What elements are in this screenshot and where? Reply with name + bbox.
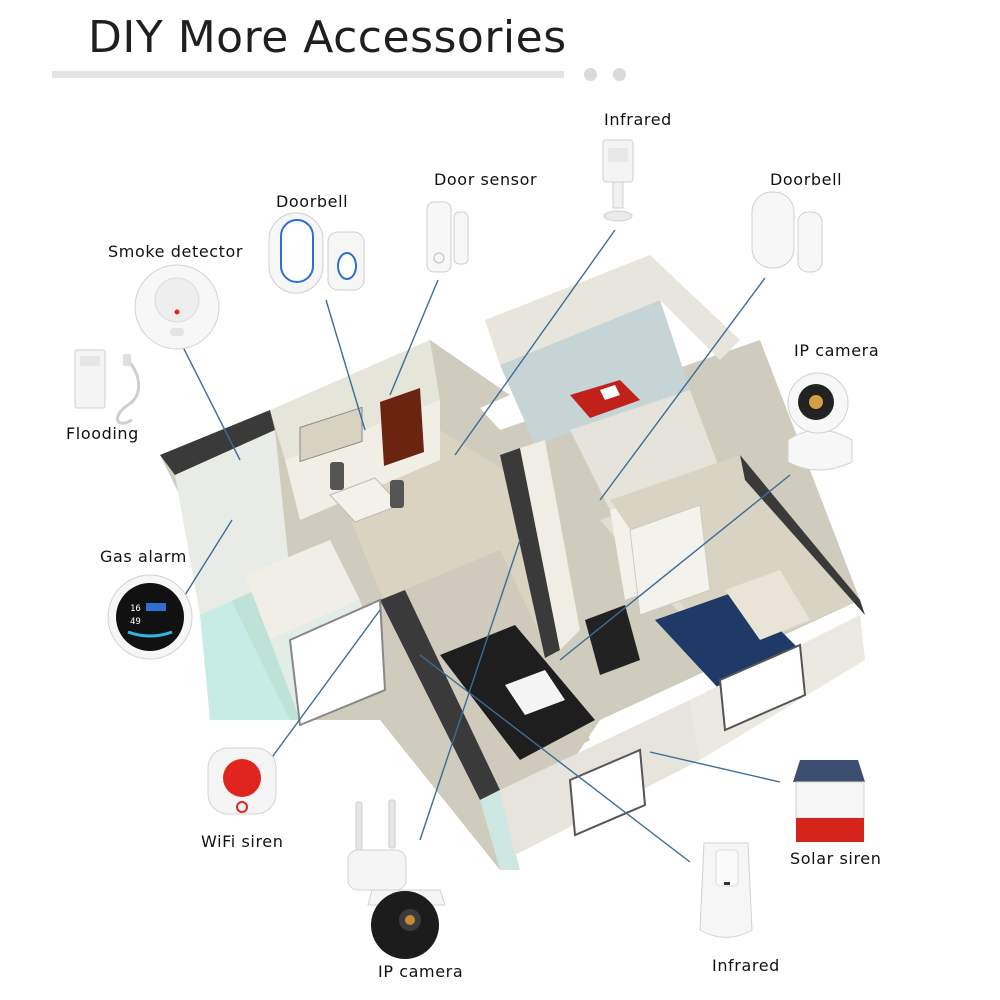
label-ip-camera-bottom: IP camera (378, 962, 464, 981)
label-flooding: Flooding (66, 424, 139, 443)
house-floorplan (160, 255, 865, 870)
door-sensor-device (426, 201, 469, 273)
page-title: DIY More Accessories (88, 12, 567, 63)
wooden-door (380, 388, 424, 466)
infrared-sensor-bottom (699, 842, 753, 938)
wifi-siren-device (207, 747, 277, 815)
solar-siren-device (793, 760, 865, 842)
ip-camera-bottom-device (347, 799, 446, 959)
decor-dot (584, 68, 597, 81)
label-doorbell-right: Doorbell (770, 170, 843, 189)
label-doorbell-left: Doorbell (276, 192, 349, 211)
gas-alarm-reading-1: 16 (130, 604, 141, 614)
infrared-sensor-top (602, 139, 634, 222)
label-smoke-detector: Smoke detector (108, 242, 244, 261)
doorbell-right-device (751, 191, 823, 273)
smoke-detector-device (134, 264, 220, 350)
title-underline (52, 71, 564, 78)
label-infrared-bottom: Infrared (712, 956, 780, 975)
label-ip-camera-right: IP camera (794, 341, 880, 360)
label-infrared-top: Infrared (604, 110, 672, 129)
flooding-sensor-device (74, 349, 141, 425)
label-wifi-siren: WiFi siren (201, 832, 284, 851)
label-gas-alarm: Gas alarm (100, 547, 187, 566)
gas-alarm-reading-2: 49 (130, 617, 141, 627)
label-solar-siren: Solar siren (790, 849, 882, 868)
connector-lines (181, 229, 791, 863)
ip-camera-right-device (787, 372, 853, 471)
gas-alarm-device: 16 49 (107, 574, 193, 660)
decor-dot (613, 68, 626, 81)
doorbell-left-device (268, 212, 365, 294)
label-door-sensor: Door sensor (434, 170, 538, 189)
